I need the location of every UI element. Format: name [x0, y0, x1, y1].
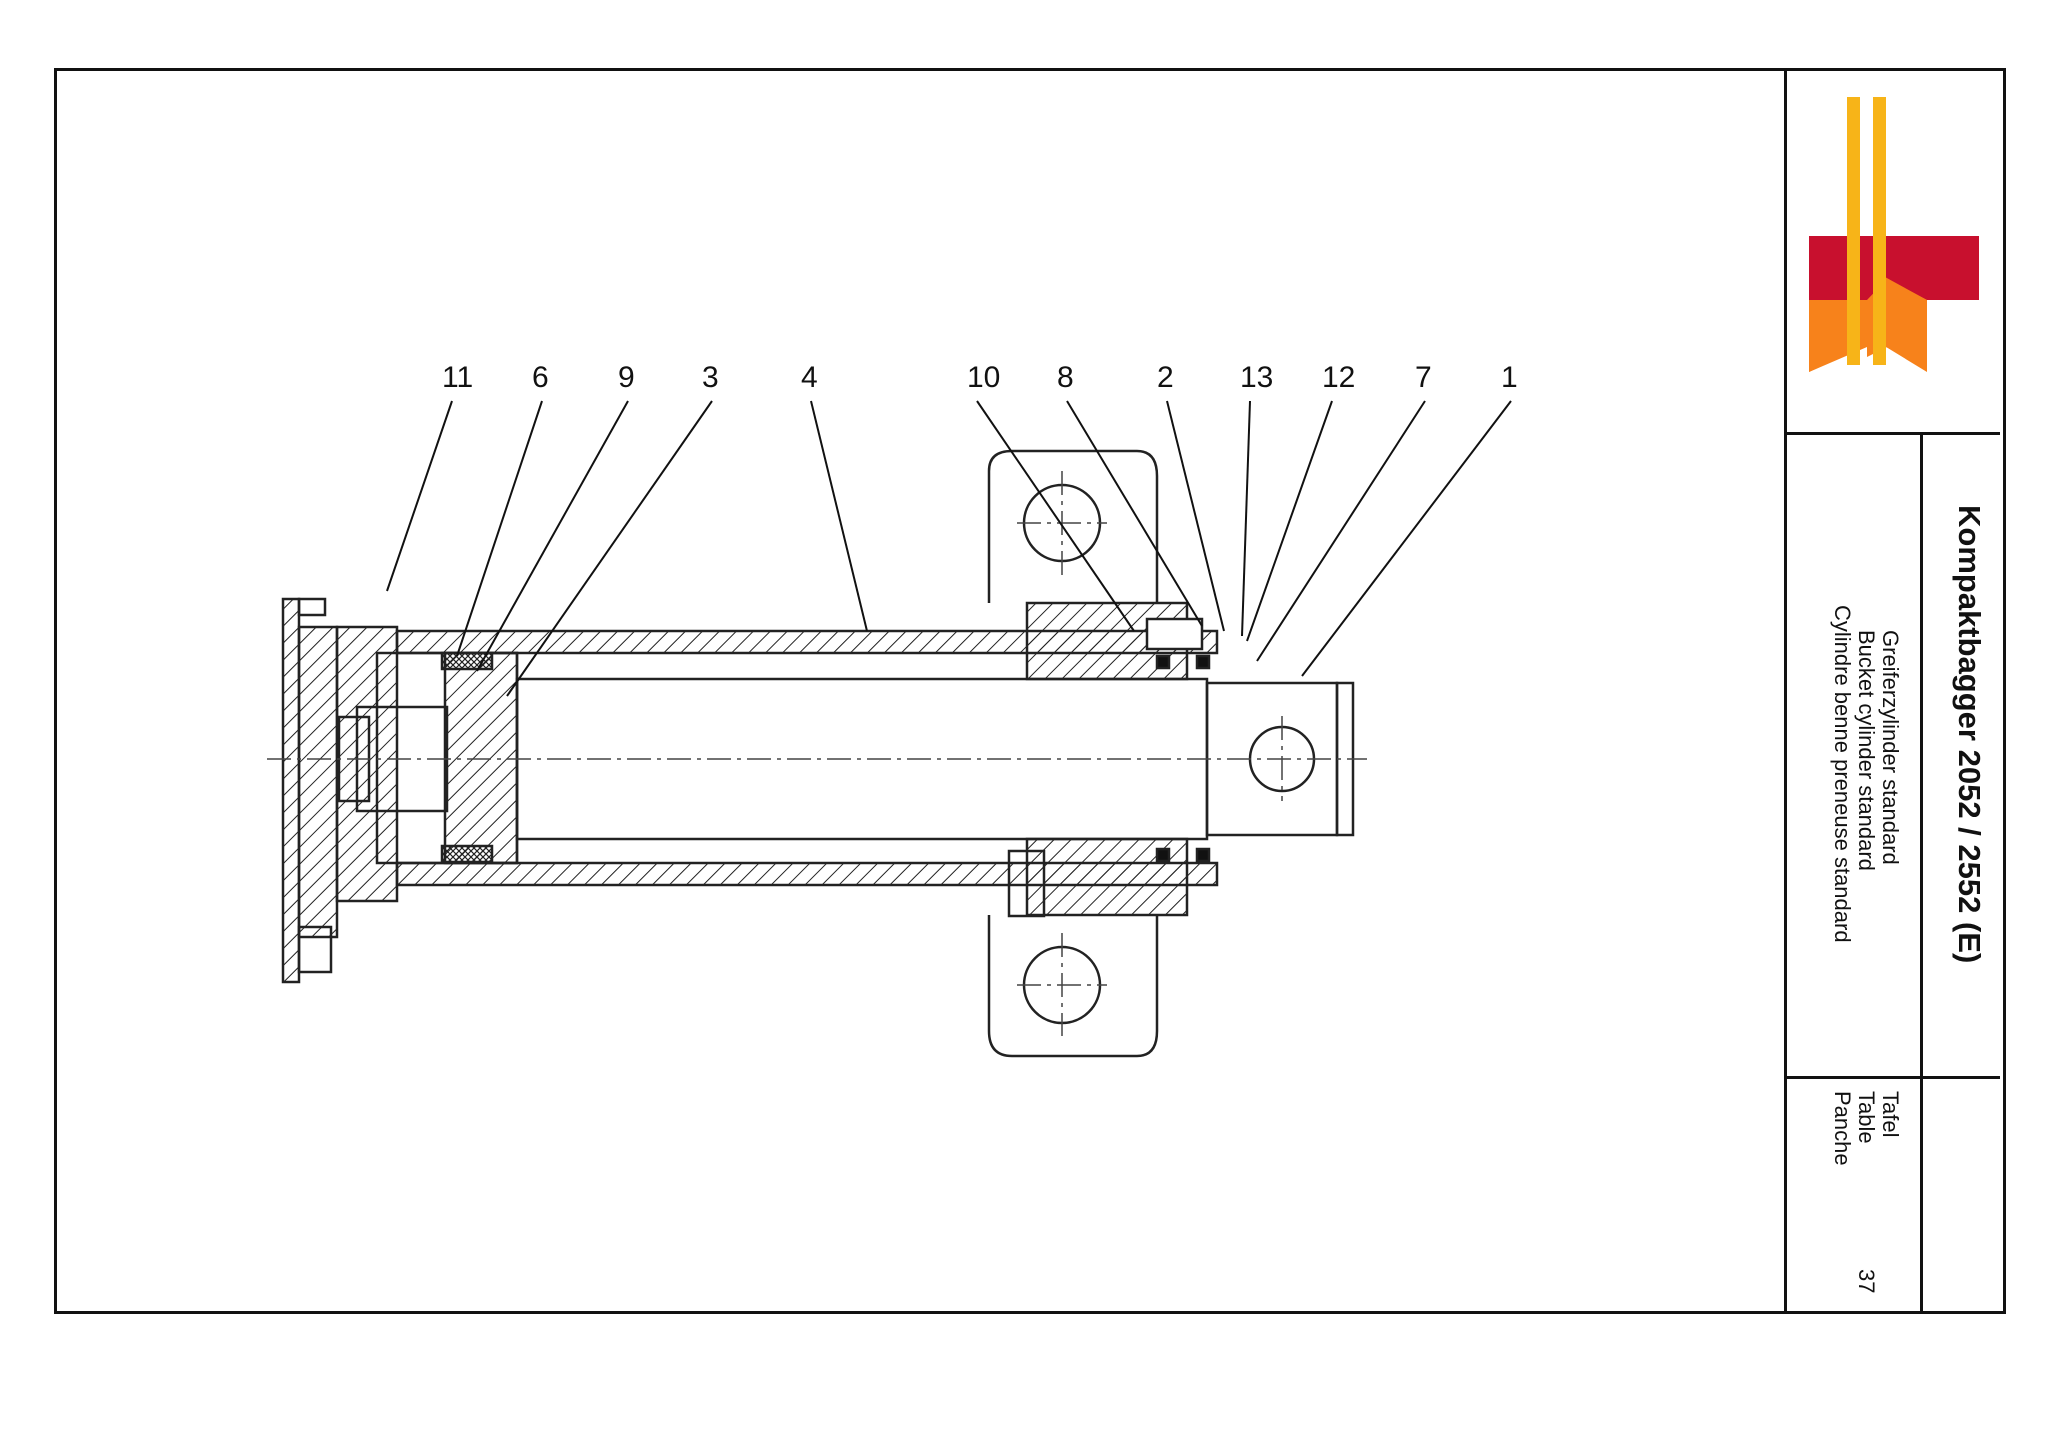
title-block: Kompaktbagger 2052 / 2552 (E) Greiferzyl…	[1784, 71, 2003, 1311]
callout-label-12: 12	[1322, 361, 1355, 394]
sheet-label-de: Tafel	[1878, 1091, 1903, 1138]
leader-line-1	[1301, 400, 1512, 677]
sheet-divider	[1920, 1079, 1923, 1311]
title-divider	[1920, 435, 1923, 1076]
description-en: Bucket cylinder standard	[1854, 630, 1879, 871]
callout-label-11: 11	[442, 361, 473, 394]
callout-label-7: 7	[1415, 361, 1432, 394]
leader-line-13	[1241, 400, 1251, 637]
leader-line-10	[976, 400, 1135, 632]
callout-label-1: 1	[1501, 361, 1518, 394]
callout-label-2: 2	[1157, 361, 1174, 394]
sheet-number: 37	[1854, 1269, 1879, 1294]
sheet-label-fr: Panche	[1830, 1091, 1855, 1166]
callout-label-3: 3	[702, 361, 719, 394]
leader-line-12	[1246, 400, 1333, 642]
logo-yellow-bar-right	[1873, 97, 1886, 365]
drawing-area: 11 6 9 3 4 10 8 2 13 12 7 1	[57, 71, 1777, 1311]
callout-labels: 11 6 9 3 4 10 8 2 13 12 7 1	[442, 361, 1518, 394]
leader-line-8	[1066, 400, 1203, 627]
callout-label-13: 13	[1240, 361, 1273, 394]
logo-yellow-bar-left	[1847, 97, 1860, 365]
sheet-label-en: Table	[1854, 1091, 1879, 1144]
leader-line-3	[506, 400, 713, 697]
leader-line-4	[810, 400, 868, 632]
logo-cell	[1787, 71, 2000, 435]
callout-leaders	[386, 400, 1512, 697]
cylinder-body	[281, 449, 1355, 1058]
drawing-frame: 11 6 9 3 4 10 8 2 13 12 7 1 Kompaktbagger 2052 / 25…	[54, 68, 2006, 1314]
leader-line-2	[1166, 400, 1225, 632]
callout-label-10: 10	[967, 361, 1000, 394]
leader-line-7	[1256, 400, 1426, 662]
callout-label-9: 9	[618, 361, 635, 394]
description-fr: Cylindre benne preneuse standard	[1830, 605, 1855, 943]
center-lines	[267, 471, 1367, 1036]
title-cell: Kompaktbagger 2052 / 2552 (E) Greiferzyl…	[1787, 435, 2000, 1079]
callout-label-6: 6	[532, 361, 549, 394]
callout-label-8: 8	[1057, 361, 1074, 394]
company-logo	[1809, 97, 1979, 372]
cylinder-section-drawing: 11 6 9 3 4 10 8 2 13 12 7 1	[267, 361, 1518, 1058]
description-de: Greiferzylinder standard	[1878, 630, 1903, 865]
sheet-cell: Tafel Table Panche 37	[1787, 1079, 2000, 1311]
callout-label-4: 4	[801, 361, 818, 394]
leader-line-9	[476, 400, 629, 672]
leader-line-6	[456, 400, 543, 657]
leader-line-11	[386, 400, 453, 592]
drawing-title: Kompaktbagger 2052 / 2552 (E)	[1952, 505, 1987, 964]
